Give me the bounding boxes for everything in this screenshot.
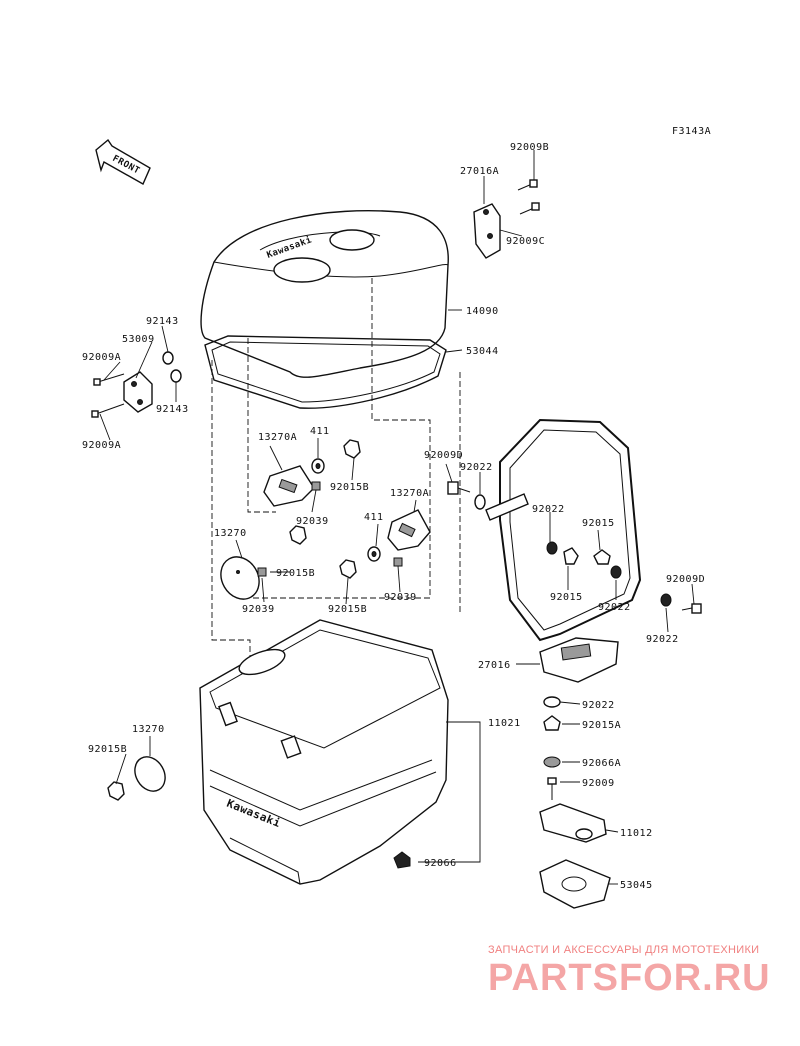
plate-13270-left [220,556,260,600]
case-body: Kawasaki [199,619,449,885]
washer-411-right [367,546,381,562]
bracket-27016 [539,637,619,683]
label-92015b-a: 92015B [330,482,369,493]
label-92015b-d: 92015B [88,744,127,755]
screw-92009b [517,179,538,191]
label-92009c: 92009C [506,236,545,247]
label-27016: 27016 [478,660,511,671]
washer-92022-a [474,494,486,510]
label-92015b-b: 92015B [276,568,315,579]
hinge-27016a [473,203,501,259]
washer-92022-e [543,696,561,708]
nut-92015b-a [343,439,361,459]
screw-92009a-bottom [91,403,125,418]
hinge-53009 [123,371,153,413]
lid-seal [204,335,447,409]
front-arrow-icon: FRONT [95,138,151,185]
label-13270-top: 13270 [214,528,247,539]
washer-92022-c [610,565,622,579]
label-27016a: 27016A [460,166,499,177]
plate-13270-lower [134,756,166,792]
watermark-logo: PARTSFOR.RU [488,957,771,999]
label-411-left: 411 [310,426,330,437]
figure-code: F3143A [672,126,711,137]
collar-92143-bottom [170,369,182,383]
label-53009: 53009 [122,334,155,345]
label-92015a: 92015A [582,720,621,731]
nut-92015a [543,715,561,731]
label-53044: 53044 [466,346,499,357]
label-92009a-bottom: 92009A [82,440,121,451]
label-92022-a: 92022 [460,462,493,473]
gasket-53045 [539,859,611,909]
screw-92009c [519,202,540,215]
washer-92022-d [660,593,672,607]
label-92143-bottom: 92143 [156,404,189,415]
nut-92015-b [593,549,611,565]
label-92022-c: 92022 [598,602,631,613]
backrest-frame [485,418,642,642]
bolt-92039-c [393,557,403,567]
top-case-lid: Kawasaki [200,209,449,378]
label-13270a-right: 13270A [390,488,429,499]
label-92009: 92009 [582,778,615,789]
label-92143-top: 92143 [146,316,179,327]
nut-92015-a [563,547,579,565]
label-92009d-top: 92009D [424,450,463,461]
label-92015-b: 92015 [550,592,583,603]
label-14090: 14090 [466,306,499,317]
collar-92143-top [162,351,174,365]
label-92039-a: 92039 [296,516,329,527]
label-92066: 92066 [424,858,457,869]
label-92009a-top: 92009A [82,352,121,363]
bolt-92039-a [311,481,321,491]
washer-411-left [311,458,325,474]
label-92022-b: 92022 [532,504,565,515]
label-92022-d: 92022 [646,634,679,645]
bolt-92009d-top [447,481,471,495]
watermark-tagline: ЗАПЧАСТИ И АКСЕССУАРЫ ДЛЯ МОТОТЕХНИКИ [488,944,760,956]
latch-plate-13270a-right [387,509,431,551]
label-13270a-left: 13270A [258,432,297,443]
bracket-11012 [539,803,607,843]
screw-92009a-top [93,373,125,386]
label-53045: 53045 [620,880,653,891]
label-92015b-c: 92015B [328,604,367,615]
label-92039-c: 92039 [384,592,417,603]
bolt-92039-b [257,567,267,577]
label-92039-b: 92039 [242,604,275,615]
label-92066a: 92066A [582,758,621,769]
bolt-92009 [547,777,557,800]
label-92009d-right: 92009D [666,574,705,585]
cap-92066a [543,756,561,768]
label-11021: 11021 [488,718,521,729]
label-13270-bottom: 13270 [132,724,165,735]
nut-92015b-b [289,525,307,545]
drain-plug-92066 [393,851,411,869]
bolt-92009d-right [681,603,702,614]
washer-92022-b [546,541,558,555]
label-11012: 11012 [620,828,653,839]
label-92022-e: 92022 [582,700,615,711]
nut-92015b-c [339,559,357,579]
nut-92015b-d [107,781,125,801]
label-92009b: 92009B [510,142,549,153]
label-411-right: 411 [364,512,384,523]
latch-plate-13270a-left [263,465,315,507]
label-92015-a: 92015 [582,518,615,529]
